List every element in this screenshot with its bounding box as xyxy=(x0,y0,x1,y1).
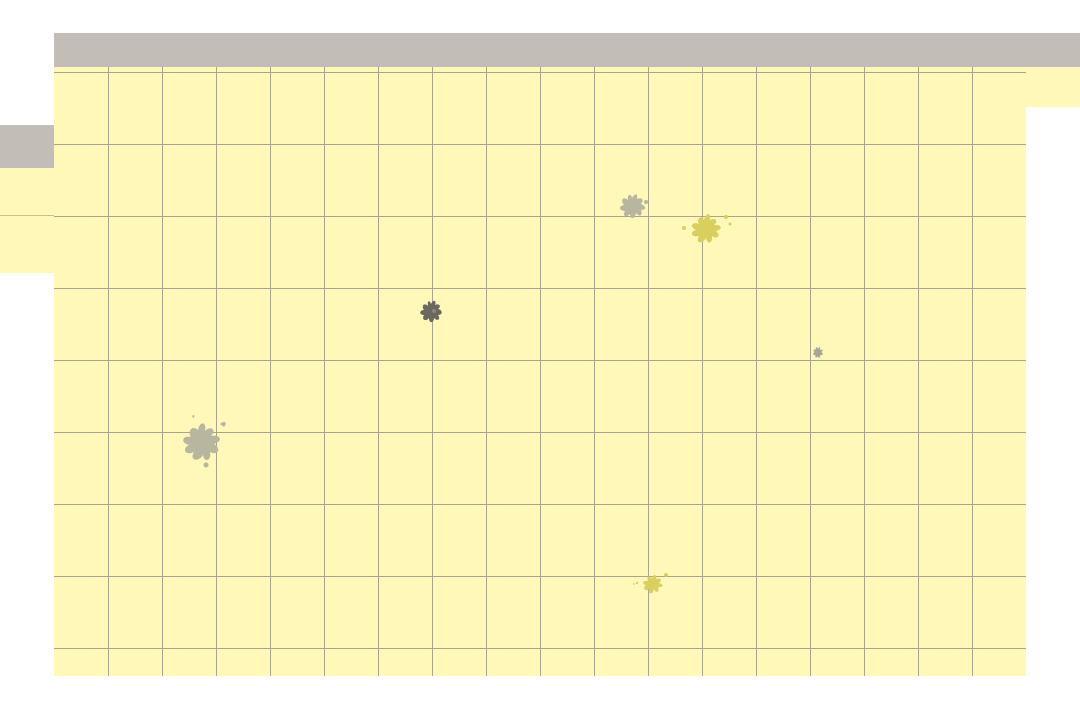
small-splat-icon xyxy=(813,347,823,358)
left-side-cells xyxy=(0,168,54,273)
header-bar xyxy=(54,33,1080,67)
right-side-cell xyxy=(1026,67,1080,107)
grid-board[interactable] xyxy=(54,67,1026,676)
dark-splat-icon xyxy=(420,300,442,323)
yellow-splat-icon xyxy=(633,573,668,594)
yellow-splat-icon xyxy=(682,214,732,243)
grey-splat-icon xyxy=(183,414,226,468)
left-side-tab[interactable] xyxy=(0,125,54,168)
grid-lines xyxy=(54,67,1026,676)
grey-splat-icon xyxy=(619,194,648,219)
left-cells-divider xyxy=(0,215,54,216)
